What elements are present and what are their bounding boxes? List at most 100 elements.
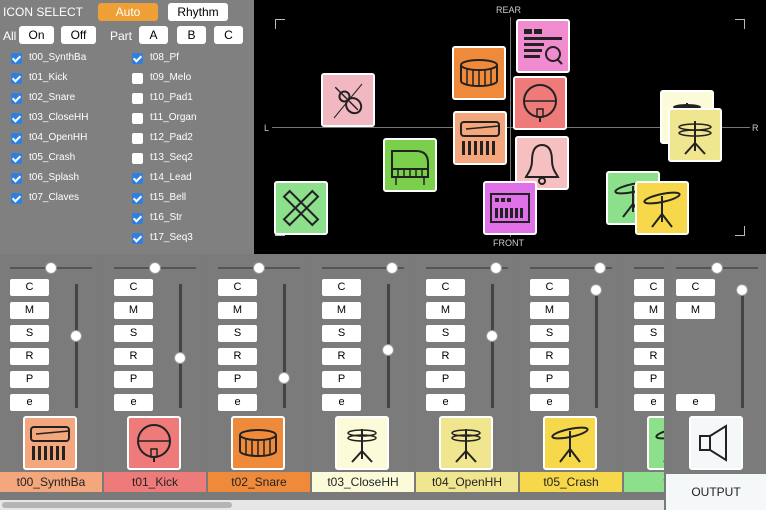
pan-knob[interactable] <box>253 262 265 274</box>
pan-knob[interactable] <box>45 262 57 274</box>
fader-knob[interactable] <box>278 372 290 385</box>
pan-slider[interactable] <box>634 267 664 269</box>
strip-p-button[interactable]: P <box>634 371 664 388</box>
pan-knob[interactable] <box>711 262 723 274</box>
strip-c-button[interactable]: C <box>114 279 153 296</box>
strip-c-button[interactable]: C <box>10 279 49 296</box>
strip-m-button[interactable]: M <box>426 302 465 319</box>
track-checkbox[interactable] <box>132 73 143 84</box>
strip-r-button[interactable]: R <box>530 348 569 365</box>
claves-icon[interactable] <box>274 181 328 235</box>
track-checkbox-row[interactable]: t06_Splash <box>0 170 125 190</box>
track-checkbox[interactable] <box>11 133 22 144</box>
strip-m-button[interactable]: M <box>634 302 664 319</box>
pan-slider[interactable] <box>530 262 612 274</box>
strip-e-button[interactable]: e <box>322 394 361 411</box>
cymbal-icon[interactable] <box>543 416 597 470</box>
strip-c-button[interactable]: C <box>218 279 257 296</box>
strip-e-button[interactable]: e <box>218 394 257 411</box>
strip-e-button[interactable]: e <box>426 394 465 411</box>
volume-fader[interactable] <box>278 284 290 408</box>
track-checkbox-row[interactable]: t15_Bell <box>121 190 246 210</box>
strip-r-button[interactable]: R <box>10 348 49 365</box>
part-b-button[interactable]: B <box>177 26 206 44</box>
fader-knob[interactable] <box>736 284 748 297</box>
output-volume-fader[interactable] <box>736 284 748 408</box>
track-checkbox[interactable] <box>11 193 22 204</box>
track-checkbox[interactable] <box>11 93 22 104</box>
all-on-button[interactable]: On <box>19 26 54 44</box>
strip-e-button[interactable]: e <box>114 394 153 411</box>
track-checkbox[interactable] <box>132 233 143 244</box>
pan-knob[interactable] <box>489 262 502 274</box>
strip-s-button[interactable]: S <box>426 325 465 342</box>
strip-e-button[interactable]: e <box>530 394 569 411</box>
track-checkbox[interactable] <box>132 173 143 184</box>
track-checkbox[interactable] <box>132 193 143 204</box>
track-checkbox[interactable] <box>11 173 22 184</box>
strip-p-button[interactable]: P <box>114 371 153 388</box>
track-checkbox-row[interactable]: t11_Organ <box>121 110 246 130</box>
fader-knob[interactable] <box>174 352 186 365</box>
strip-s-button[interactable]: S <box>10 325 49 342</box>
strip-m-button[interactable]: M <box>114 302 153 319</box>
strip-e-button[interactable]: e <box>634 394 664 411</box>
volume-fader[interactable] <box>590 284 602 408</box>
track-checkbox-row[interactable]: t08_Pf <box>121 50 246 70</box>
strip-c-button[interactable]: C <box>634 279 664 296</box>
track-checkbox[interactable] <box>11 53 22 64</box>
hihat-icon[interactable] <box>668 108 722 162</box>
track-checkbox[interactable] <box>132 213 143 224</box>
volume-fader[interactable] <box>382 284 394 408</box>
strip-p-button[interactable]: P <box>530 371 569 388</box>
track-checkbox-row[interactable]: t02_Snare <box>0 90 125 110</box>
scrollbar-thumb[interactable] <box>2 502 232 508</box>
cymbal-icon[interactable] <box>647 416 664 470</box>
pan-knob[interactable] <box>149 262 161 274</box>
stage-panel[interactable]: REAR FRONT L R <box>254 0 766 254</box>
auto-button[interactable]: Auto <box>98 3 158 21</box>
snare-drum-icon[interactable] <box>452 46 506 100</box>
track-checkbox[interactable] <box>132 133 143 144</box>
fader-knob[interactable] <box>486 330 498 343</box>
strip-m-button[interactable]: M <box>530 302 569 319</box>
snare-drum-icon[interactable] <box>231 416 285 470</box>
volume-fader[interactable] <box>70 284 82 408</box>
track-checkbox-row[interactable]: t10_Pad1 <box>121 90 246 110</box>
hihat-icon[interactable] <box>439 416 493 470</box>
strip-s-button[interactable]: S <box>218 325 257 342</box>
strip-m-button[interactable]: M <box>10 302 49 319</box>
track-checkbox[interactable] <box>11 153 22 164</box>
track-checkbox-row[interactable]: t00_SynthBa <box>0 50 125 70</box>
part-c-button[interactable]: C <box>214 26 243 44</box>
track-checkbox[interactable] <box>11 113 22 124</box>
strip-r-button[interactable]: R <box>218 348 257 365</box>
output-c-button[interactable]: C <box>676 279 715 296</box>
rhythm-button[interactable]: Rhythm <box>168 3 228 21</box>
pan-slider[interactable] <box>10 262 92 274</box>
strip-e-button[interactable]: e <box>10 394 49 411</box>
track-checkbox[interactable] <box>132 93 143 104</box>
sequencer-icon[interactable] <box>516 19 570 73</box>
output-m-button[interactable]: M <box>676 302 715 319</box>
pan-slider[interactable] <box>114 262 196 274</box>
track-checkbox-row[interactable]: t17_Seq3 <box>121 230 246 250</box>
track-checkbox[interactable] <box>132 113 143 124</box>
fader-knob[interactable] <box>70 330 82 343</box>
volume-fader[interactable] <box>174 284 186 408</box>
track-checkbox-row[interactable]: t16_Str <box>121 210 246 230</box>
track-checkbox-row[interactable]: t07_Claves <box>0 190 125 210</box>
strip-r-button[interactable]: R <box>322 348 361 365</box>
speaker-icon[interactable] <box>689 416 743 470</box>
strip-c-button[interactable]: C <box>530 279 569 296</box>
output-e-button[interactable]: e <box>676 394 715 411</box>
piano-icon[interactable] <box>383 138 437 192</box>
strip-c-button[interactable]: C <box>426 279 465 296</box>
pan-slider[interactable] <box>426 262 508 274</box>
pan-knob[interactable] <box>385 262 398 274</box>
track-checkbox-row[interactable]: t09_Melo <box>121 70 246 90</box>
cymbal-icon[interactable] <box>635 181 689 235</box>
pan-slider[interactable] <box>218 262 300 274</box>
output-pan-slider[interactable] <box>676 262 758 274</box>
bass-guitar-icon[interactable] <box>23 416 77 470</box>
